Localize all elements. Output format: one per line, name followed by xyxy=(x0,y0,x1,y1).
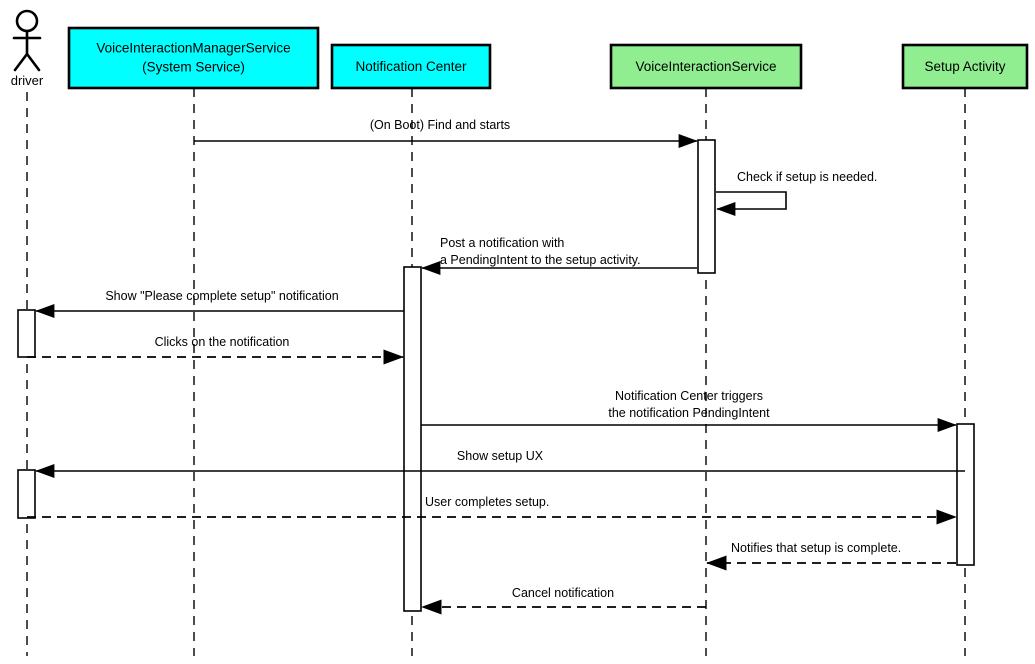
message-label-msg-4: Show "Please complete setup" notificatio… xyxy=(105,289,338,303)
participant-setupactivity[interactable]: Setup Activity xyxy=(901,43,1029,90)
message-msg-1: (On Boot) Find and starts xyxy=(194,118,698,149)
activation-bar-vis xyxy=(697,139,716,274)
message-msg-4: Show "Please complete setup" notificatio… xyxy=(35,289,404,319)
message-label-line2-msg-3: a PendingIntent to the setup activity. xyxy=(440,253,641,267)
message-label-msg-7: Show setup UX xyxy=(457,449,544,463)
participant-label-notifcenter: Notification Center xyxy=(355,59,467,74)
activation-bar-driver xyxy=(17,469,36,519)
participants-group: driver VoiceInteractionManagerService (Sys… xyxy=(11,9,1029,90)
participant-driver[interactable]: driver xyxy=(11,9,44,88)
participant-label-vims: VoiceInteractionManagerService xyxy=(96,41,290,56)
participant-box-setupactivity[interactable] xyxy=(901,43,1029,90)
message-label-msg-10: Cancel notification xyxy=(512,586,614,600)
lifelines-group xyxy=(26,88,966,656)
message-label-msg-8: User completes setup. xyxy=(425,495,549,509)
participant-notifcenter[interactable]: Notification Center xyxy=(330,43,492,90)
message-msg-7: Show setup UX xyxy=(35,449,965,479)
participant-box-vis[interactable] xyxy=(609,43,803,90)
participant-vis[interactable]: VoiceInteractionService xyxy=(609,43,803,90)
message-label-msg-5: Clicks on the notification xyxy=(155,335,290,349)
message-label-line2-msg-6: the notification PendingIntent xyxy=(608,406,770,420)
message-label-msg-1: (On Boot) Find and starts xyxy=(370,118,510,132)
participant-sublabel-vims: (System Service) xyxy=(142,60,245,75)
message-msg-9: Notifies that setup is complete. xyxy=(706,541,956,571)
message-label-msg-2: Check if setup is needed. xyxy=(737,170,877,184)
participant-label-driver: driver xyxy=(11,73,44,88)
message-msg-6: Notification Center triggers the notifica… xyxy=(421,389,957,433)
activations-group xyxy=(17,139,975,612)
message-msg-2: Check if setup is needed. xyxy=(716,170,877,217)
activation-bar-notifcenter xyxy=(403,266,422,612)
message-label-msg-9: Notifies that setup is complete. xyxy=(731,541,901,555)
activation-bar-driver xyxy=(17,309,36,358)
message-msg-5: Clicks on the notification xyxy=(27,335,404,365)
participant-box-notifcenter[interactable] xyxy=(330,43,492,90)
message-label-msg-6: Notification Center triggers xyxy=(615,389,763,403)
actor-stick-figure-icon xyxy=(12,9,42,72)
participant-label-vis: VoiceInteractionService xyxy=(635,59,776,74)
participant-vims[interactable]: VoiceInteractionManagerService (System Se… xyxy=(67,26,320,90)
activation-bar-setupactivity xyxy=(956,423,975,566)
message-msg-10: Cancel notification xyxy=(421,586,706,615)
message-label-msg-3: Post a notification with xyxy=(440,236,564,250)
participant-box-vims[interactable] xyxy=(67,26,320,90)
message-msg-3: Post a notification with a PendingIntent … xyxy=(421,236,697,276)
message-msg-8: User completes setup. xyxy=(27,495,957,525)
message-arrow-msg-2 xyxy=(716,191,787,217)
participant-label-setupactivity: Setup Activity xyxy=(924,59,1005,74)
